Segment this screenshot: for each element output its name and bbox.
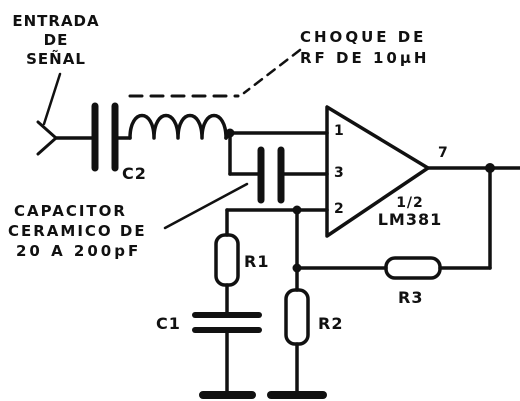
opamp-triangle bbox=[325, 105, 430, 238]
capacitor-leader bbox=[163, 182, 249, 230]
c2-label: C2 bbox=[122, 164, 147, 183]
junction-node-pin2 bbox=[292, 205, 302, 215]
capacitor-label: CAPACITOR CERAMICO DE 20 A 200pF bbox=[8, 204, 147, 259]
pin-3-label: 3 bbox=[334, 165, 344, 181]
choque-label: CHOQUE DE RF DE 10µH bbox=[300, 30, 429, 66]
choque-leader bbox=[242, 48, 302, 95]
capacitor-line-2: CERAMICO DE bbox=[8, 222, 147, 240]
r2-resistor bbox=[284, 288, 310, 346]
junction-node-choke bbox=[225, 128, 235, 138]
choque-line-2: RF DE 10µH bbox=[300, 49, 430, 67]
pin-1-label: 1 bbox=[334, 123, 344, 139]
r1-resistor bbox=[214, 233, 240, 287]
entrada-line-2: DE bbox=[43, 31, 69, 49]
rf-choke-coil bbox=[128, 113, 228, 140]
entrada-line-3: SEÑAL bbox=[26, 50, 86, 68]
junction-node-output bbox=[485, 163, 495, 173]
junction-node-r3 bbox=[292, 263, 302, 273]
pin-2-label: 2 bbox=[334, 201, 344, 217]
capacitor-line-1: CAPACITOR bbox=[14, 202, 127, 220]
entrada-label: ENTRADA DE SEÑAL bbox=[6, 14, 106, 67]
ic-line-1: 1/2 bbox=[396, 195, 424, 211]
input-jack bbox=[36, 120, 58, 156]
r1-label: R1 bbox=[244, 252, 270, 271]
entrada-line-1: ENTRADA bbox=[12, 12, 100, 30]
entrada-leader bbox=[42, 72, 62, 126]
r3-resistor bbox=[384, 256, 442, 280]
r2-label: R2 bbox=[318, 314, 344, 333]
ic-line-2: LM381 bbox=[377, 210, 443, 229]
pin-7-label: 7 bbox=[438, 145, 448, 161]
r3-label: R3 bbox=[398, 288, 424, 307]
capacitor-line-3: 20 A 200pF bbox=[16, 242, 142, 260]
choque-line-1: CHOQUE DE bbox=[300, 28, 427, 46]
c1-label: C1 bbox=[156, 314, 181, 333]
ic-label: 1/2 LM381 bbox=[370, 196, 450, 228]
